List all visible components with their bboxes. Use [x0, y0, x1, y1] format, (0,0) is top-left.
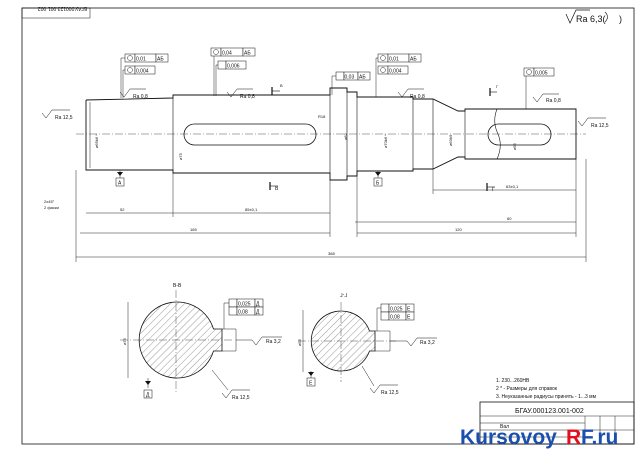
svg-text:Д: Д [256, 302, 260, 308]
svg-text:Ra 3,2: Ra 3,2 [266, 339, 281, 345]
corner-stamp: БГАУ.000123.001-002 [38, 5, 87, 11]
svg-text:⌀65k6 *: ⌀65k6 * [94, 134, 99, 148]
tolerance-frame-5: 0,005 [523, 67, 555, 109]
ra-mark-right: Ra 12,5 [591, 123, 609, 129]
svg-text:Ra 12,5: Ra 12,5 [232, 395, 250, 401]
svg-text:Е: Е [309, 381, 313, 387]
note-1: 1. 230...260НВ [496, 378, 530, 384]
svg-text:120: 120 [455, 227, 462, 232]
svg-text:Г: Г [496, 84, 499, 89]
svg-text:0,005: 0,005 [535, 71, 548, 77]
watermark-left: Kursovoy [460, 426, 557, 449]
svg-text:⌀75: ⌀75 [178, 152, 183, 160]
svg-text:52: 52 [120, 207, 125, 212]
section-bb-title: В-В [173, 283, 182, 289]
tolerance-frame-1: 0,01 АБ 0,004 [120, 53, 169, 98]
datum-a: А [115, 170, 125, 187]
roughness-main-close: ) [619, 14, 622, 24]
svg-text:Д: Д [146, 393, 150, 399]
ra-mark-left: Ra 12,5 [55, 115, 73, 121]
tolerance-frame-3: 0,03 АБ [331, 71, 371, 95]
ra-mark-3: Ra 0,8 [410, 94, 425, 100]
section-bb-shape [138, 301, 223, 379]
svg-text:0,004: 0,004 [136, 69, 149, 75]
general-roughness: Ra 6,3( ) [565, 9, 622, 24]
svg-text:В: В [280, 83, 283, 88]
watermark-right: F.ru [581, 426, 618, 449]
roughness-marks: Ra 0,8 Ra 0,8 Ra 0,8 Ra 0,8 Ra 12,5 Ra 1… [41, 88, 609, 129]
section-marker-g-bottom: Г [486, 183, 495, 193]
shaft-main-view: ⌀65k6 * ⌀70k6 * ⌀63h9 ⌀55 ⌀82 ⌀75 R18 [76, 87, 586, 181]
section-gg-shape [310, 310, 376, 372]
ra-mark-2: Ra 0,8 [240, 94, 255, 100]
tolerance-frame-4: 0,01 АБ 0,004 [375, 53, 422, 97]
svg-text:0,025: 0,025 [390, 307, 403, 313]
sheet-frame [21, 7, 635, 445]
svg-text:АБ: АБ [157, 57, 164, 63]
svg-text:60: 60 [507, 216, 512, 221]
svg-text:АБ: АБ [359, 75, 366, 81]
svg-text:0,004: 0,004 [389, 69, 402, 75]
ra-mark-4: Ra 0,8 [546, 98, 561, 104]
svg-text:0,01: 0,01 [136, 57, 146, 63]
svg-text:А: А [118, 181, 122, 187]
svg-text:0,08: 0,08 [390, 315, 400, 321]
svg-text:Ra 12,5: Ra 12,5 [381, 390, 399, 396]
keyway-slot-main [183, 123, 317, 146]
section-gg-title: Г-Г [340, 291, 347, 297]
section-bb: В-В ⌀75 0,025 Д 0,08 Д Ra 3,2 Ra 12,5 Д [120, 283, 282, 401]
datum-b: Б [373, 171, 383, 187]
svg-text:АБ: АБ [410, 57, 417, 63]
svg-text:Д: Д [256, 310, 260, 316]
section-gg: Г-Г ⌀55 0,025 Е 0,08 Е Ra 3,2 Ra 12,5 Е [297, 291, 437, 396]
roughness-main-label: Ra 6,3( [576, 14, 606, 24]
title-block: БГАУ.000123.001-002 Вал [479, 401, 635, 445]
site-watermark: Kursovoy R F.ru [460, 426, 618, 449]
svg-text:0,08: 0,08 [238, 310, 248, 316]
note-3: 3. Неуказанные радиусы принять - 1...3 м… [496, 394, 597, 400]
svg-text:Ra 3,2: Ra 3,2 [420, 340, 435, 346]
corner-stamp-box [21, 7, 91, 19]
technical-notes: 1. 230...260НВ 2 * - Размеры для справок… [496, 378, 597, 400]
svg-text:368: 368 [328, 251, 335, 256]
keyway-slot-end [487, 123, 552, 146]
svg-text:АБ: АБ [244, 51, 251, 57]
svg-text:0,025: 0,025 [238, 302, 251, 308]
watermark-mid: R [566, 426, 581, 449]
svg-text:⌀55: ⌀55 [512, 142, 517, 150]
dimension-lines: 52 85±0,1 60 165 120 368 63±0,1 2x45° 2 … [44, 159, 587, 262]
svg-text:0,006: 0,006 [227, 64, 240, 70]
section-marker-b-bottom: В [269, 182, 279, 192]
svg-text:0,01: 0,01 [389, 57, 399, 63]
svg-text:2 фаски: 2 фаски [44, 205, 59, 210]
svg-text:В: В [275, 186, 279, 192]
svg-text:63±0,1: 63±0,1 [506, 184, 519, 189]
ra-mark-1: Ra 0,8 [133, 94, 148, 100]
svg-text:2x45°: 2x45° [44, 199, 55, 204]
svg-text:85±0,1: 85±0,1 [245, 207, 258, 212]
title-block-code: БГАУ.000123.001-002 [515, 408, 584, 415]
section-marker-b-top: В [271, 83, 283, 95]
svg-text:Е: Е [407, 307, 411, 313]
svg-text:Е: Е [407, 315, 411, 321]
section-marker-g-top: Г [489, 84, 499, 96]
svg-text:⌀63h9: ⌀63h9 [448, 134, 453, 146]
svg-text:⌀55: ⌀55 [297, 338, 302, 346]
svg-text:R18: R18 [318, 114, 326, 119]
svg-text:165: 165 [190, 227, 197, 232]
note-2: 2 * - Размеры для справок [496, 386, 558, 392]
svg-text:⌀70k6 *: ⌀70k6 * [383, 134, 388, 148]
title-block-name: Вал [500, 424, 509, 430]
svg-text:0,04: 0,04 [222, 51, 232, 57]
tolerance-frame-2: 0,04 АБ 0,006 [210, 47, 256, 96]
svg-text:Б: Б [376, 181, 380, 187]
svg-text:0,03: 0,03 [345, 75, 355, 81]
svg-text:⌀75: ⌀75 [122, 337, 127, 345]
svg-text:⌀82: ⌀82 [343, 132, 348, 140]
